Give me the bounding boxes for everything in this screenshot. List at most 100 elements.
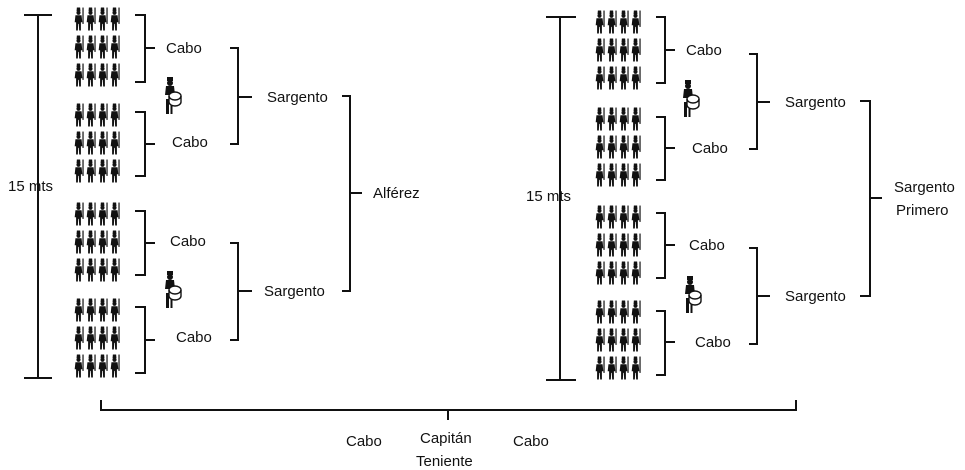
soldier-icon: [607, 233, 617, 257]
cabo-label: Cabo: [686, 42, 722, 59]
soldier-icon: [595, 356, 605, 380]
soldier-icon: [619, 300, 629, 324]
right-soldiers: [595, 10, 641, 380]
soldier-icon: [607, 38, 617, 62]
soldier-icon: [74, 298, 84, 322]
soldier-icon: [631, 135, 641, 159]
drummer-icon: [682, 80, 700, 118]
soldier-icon: [86, 354, 96, 378]
soldier-icon: [74, 202, 84, 226]
soldier-icon: [607, 163, 617, 187]
soldier-icon: [86, 131, 96, 155]
sargento-primero-label: Primero: [896, 202, 949, 219]
soldier-icon: [74, 354, 84, 378]
captain-label: Capitán: [420, 430, 472, 447]
soldier-icon: [619, 163, 629, 187]
drummer-icon: [684, 276, 702, 314]
soldier-icon: [86, 159, 96, 183]
soldier-icon: [631, 10, 641, 34]
soldier-icon: [607, 328, 617, 352]
soldier-icon: [110, 258, 120, 282]
soldier-icon: [86, 63, 96, 87]
soldier-icon: [631, 66, 641, 90]
soldier-icon: [619, 356, 629, 380]
bottom-cabo-label: Cabo: [346, 433, 382, 450]
soldier-icon: [110, 35, 120, 59]
soldier-icon: [110, 103, 120, 127]
soldier-icon: [619, 233, 629, 257]
soldier-icon: [86, 298, 96, 322]
soldier-icon: [619, 135, 629, 159]
soldier-icon: [98, 326, 108, 350]
drummer-icon: [164, 271, 182, 309]
sargento-label: Sargento: [267, 89, 328, 106]
drummer-icon: [164, 77, 182, 115]
soldier-icon: [631, 328, 641, 352]
soldier-icon: [74, 230, 84, 254]
soldier-icon: [619, 328, 629, 352]
soldier-icon: [110, 202, 120, 226]
soldier-icon: [595, 300, 605, 324]
soldier-icon: [98, 159, 108, 183]
soldier-icon: [631, 38, 641, 62]
soldier-icon: [631, 163, 641, 187]
soldier-icon: [619, 205, 629, 229]
soldier-icon: [607, 205, 617, 229]
right-height-marker: [546, 16, 576, 381]
right-officer-bracket: [860, 100, 882, 297]
right-section: 15 mts Cabo Cabo Cabo Cabo Sargento Sarg…: [526, 10, 955, 381]
soldier-icon: [631, 261, 641, 285]
soldier-icon: [86, 103, 96, 127]
soldier-icon: [619, 107, 629, 131]
right-sargento-brackets: [749, 53, 770, 345]
left-cabo-brackets: [135, 14, 155, 374]
cabo-label: Cabo: [692, 140, 728, 157]
soldier-icon: [595, 233, 605, 257]
soldier-icon: [631, 107, 641, 131]
soldier-icon: [631, 356, 641, 380]
soldier-icon: [110, 298, 120, 322]
soldier-icon: [74, 7, 84, 31]
soldier-icon: [595, 66, 605, 90]
right-cabo-brackets: [656, 16, 675, 376]
soldier-icon: [98, 131, 108, 155]
soldier-icon: [607, 135, 617, 159]
soldier-icon: [631, 300, 641, 324]
bottom-company-bracket: [100, 400, 797, 420]
soldier-icon: [595, 205, 605, 229]
right-height-label: 15 mts: [526, 188, 571, 205]
soldier-icon: [86, 202, 96, 226]
cabo-label: Cabo: [176, 329, 212, 346]
sargento-label: Sargento: [264, 283, 325, 300]
cabo-label: Cabo: [695, 334, 731, 351]
soldier-icon: [631, 233, 641, 257]
left-soldiers: [74, 7, 120, 378]
soldier-icon: [110, 326, 120, 350]
cabo-label: Cabo: [689, 237, 725, 254]
soldier-icon: [607, 356, 617, 380]
soldier-icon: [619, 38, 629, 62]
left-height-label: 15 mts: [8, 178, 53, 195]
soldier-icon: [607, 300, 617, 324]
cabo-label: Cabo: [170, 233, 206, 250]
alferez-label: Alférez: [373, 185, 420, 202]
soldier-icon: [595, 38, 605, 62]
left-section: 15 mts Cabo Cabo Cabo Cabo Sargento Sarg…: [8, 7, 420, 379]
soldier-icon: [619, 261, 629, 285]
soldier-icon: [86, 7, 96, 31]
soldier-icon: [86, 230, 96, 254]
soldier-icon: [74, 131, 84, 155]
left-height-marker: [24, 14, 52, 379]
soldier-icon: [110, 7, 120, 31]
soldier-icon: [86, 35, 96, 59]
soldier-icon: [98, 103, 108, 127]
soldier-icon: [98, 202, 108, 226]
soldier-icon: [619, 66, 629, 90]
cabo-label: Cabo: [166, 40, 202, 57]
soldier-icon: [607, 10, 617, 34]
soldier-icon: [595, 328, 605, 352]
soldier-icon: [86, 326, 96, 350]
soldier-icon: [110, 131, 120, 155]
soldier-icon: [98, 63, 108, 87]
